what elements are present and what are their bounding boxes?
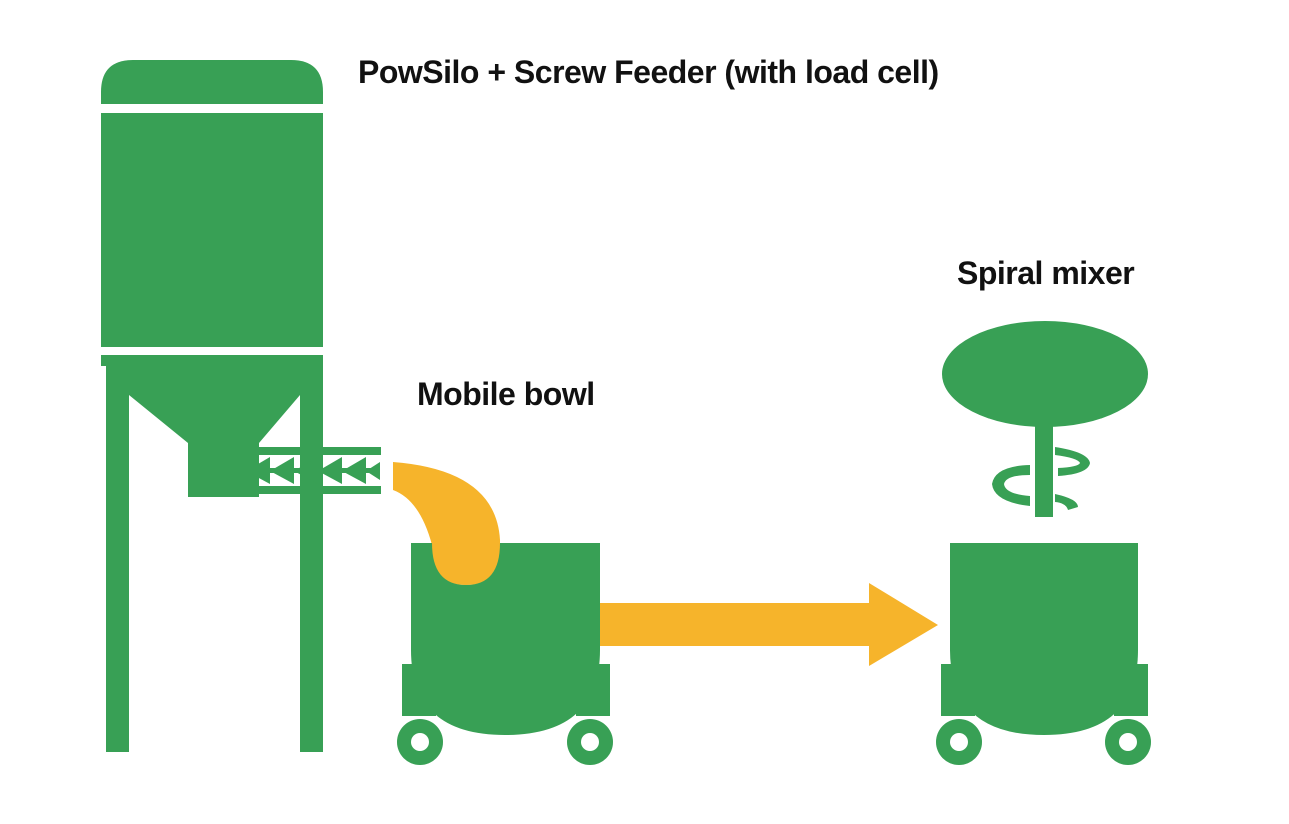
feeder-connector xyxy=(240,447,244,494)
mobile-bowl-label: Mobile bowl xyxy=(417,376,595,412)
silo-label: PowSilo + Screw Feeder (with load cell) xyxy=(358,54,939,90)
silo-hopper xyxy=(101,355,323,752)
mixer-frame-left xyxy=(941,664,975,716)
powsilo xyxy=(101,60,323,752)
spiral-mixer xyxy=(936,321,1151,765)
bowl-wheel-right xyxy=(567,719,613,765)
mixer-wheel-left xyxy=(936,719,982,765)
bowl-body xyxy=(411,543,600,735)
screw-feeder xyxy=(240,447,381,494)
silo-roof xyxy=(101,60,323,104)
mixer-frame-right xyxy=(1114,664,1148,716)
transfer-arrow xyxy=(600,583,938,666)
spiral-hook xyxy=(992,425,1090,517)
bowl-frame-right xyxy=(576,664,610,716)
mobile-bowl xyxy=(397,543,613,765)
flow-chute xyxy=(393,462,500,585)
spiral-mixer-label: Spiral mixer xyxy=(957,255,1135,291)
silo-body xyxy=(101,113,323,347)
screw-flights xyxy=(246,457,380,484)
mixer-bowl xyxy=(950,543,1138,735)
bowl-wheel-left xyxy=(397,719,443,765)
feeder-tube-bottom xyxy=(240,486,381,494)
feeder-tube-top xyxy=(240,447,381,455)
mixer-head xyxy=(942,321,1148,427)
mixer-wheel-right xyxy=(1105,719,1151,765)
bowl-frame-left xyxy=(402,664,436,716)
